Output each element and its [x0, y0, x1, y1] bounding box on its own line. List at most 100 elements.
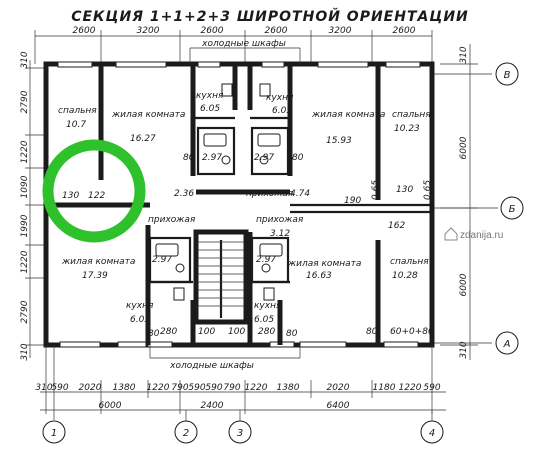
room-area-living-bl: 17.39 [82, 271, 108, 281]
room-area-living-tr: 15.93 [326, 136, 352, 146]
staircase-treads [198, 241, 244, 307]
bottom-dim-15: 590 [423, 383, 440, 393]
left-dim-5: 1990 [20, 214, 30, 237]
room-name-kitchen-bl: кухня [126, 301, 154, 311]
axis-circle-v [495, 62, 519, 86]
right-dim-3: 6000 [459, 273, 469, 296]
toilet-icon [259, 155, 269, 165]
dim-065-a: 0.65 [371, 180, 381, 200]
axis-circle-b [500, 196, 524, 220]
axis-label-a: А [503, 339, 511, 350]
bottom-dim-13: 1180 [373, 383, 396, 393]
column-axes: 1 2 3 4 [42, 345, 444, 444]
dim-130-right: 130 [396, 185, 413, 195]
bathtub-icon [259, 243, 283, 257]
fixtures [155, 83, 283, 301]
interior-walls [46, 64, 432, 345]
room-name-bedroom-br: спальня [390, 257, 429, 267]
axis-label-4: 4 [429, 428, 435, 439]
bottom-dim-3: 2020 [79, 383, 102, 393]
toilet-icon [261, 263, 271, 273]
room-name-living-tr: жилая комната [311, 110, 385, 120]
dim-190: 190 [344, 196, 361, 206]
axis-label-b: Б [509, 204, 516, 215]
storage-bottom-label: холодные шкафы [169, 361, 254, 371]
dim-100-a: 100 [198, 327, 215, 337]
bottom-dim-4: 1380 [113, 383, 136, 393]
room-name-hall-tr: прихожая [246, 189, 294, 199]
bottom-total-1: 6000 [99, 401, 122, 411]
axis-circle-1 [42, 420, 66, 444]
right-dimensions: 310 6000 6000 310 [440, 44, 478, 360]
bathtub-icon [203, 133, 227, 147]
axis-circle-4 [420, 420, 444, 444]
axis-label-3: 3 [237, 428, 243, 439]
house-icon [444, 227, 458, 241]
bottom-dim-7: 590 [188, 383, 205, 393]
right-dim-4: 310 [459, 341, 469, 358]
room-name-living-bl: жилая комната [61, 257, 135, 267]
axis-label-1: 1 [51, 428, 57, 439]
inner-dim-labels: 2.97 2.97 2.97 2.97 80 80 2.36 130 122 1… [62, 153, 434, 339]
dim-2-36: 2.36 [174, 189, 194, 199]
room-area-bedroom-tl: 10.7 [66, 120, 86, 130]
room-name-hall-br: прихожая [256, 215, 304, 225]
left-dim-6: 1220 [20, 250, 30, 273]
room-area-living-br: 16.63 [306, 271, 332, 281]
dim-280-a: 280 [160, 327, 177, 337]
dim-80-e: 80 [366, 327, 378, 337]
bottom-dim-8: 590 [205, 383, 222, 393]
storage-top-label: холодные шкафы [201, 39, 286, 49]
dim-162: 162 [388, 221, 405, 231]
plan-title: СЕКЦИЯ 1+1+2+3 ШИРОТНОЙ ОРИЕНТАЦИИ [71, 8, 469, 25]
room-name-living-tl: жилая комната [111, 110, 185, 120]
bath-area-tl: 2.97 [202, 153, 222, 163]
right-dim-2: 6000 [459, 136, 469, 159]
room-area-living-tl: 16.27 [130, 134, 156, 144]
right-dim-1: 310 [459, 46, 469, 63]
toilet-icon [175, 263, 185, 273]
bathtub-icon [257, 133, 281, 147]
left-dim-4: 1090 [20, 175, 30, 198]
top-dim-3: 2600 [201, 26, 224, 36]
room-name-bedroom-tl: спальня [58, 106, 97, 116]
dim-80-c: 80 [148, 329, 160, 339]
dim-100-b: 100 [228, 327, 245, 337]
room-area-kitchen-tl: 6.05 [200, 104, 220, 114]
room-name-bedroom-tr: спальня [392, 110, 431, 120]
left-dim-1: 310 [20, 51, 30, 68]
room-area-kitchen-bl: 6.05 [130, 315, 150, 325]
left-dim-3: 1220 [20, 140, 30, 163]
left-dim-7: 2790 [20, 300, 30, 323]
highlight-circle [42, 139, 146, 243]
axis-label-2: 2 [183, 428, 189, 439]
axis-label-v: В [504, 70, 511, 81]
bottom-dim-11: 1380 [277, 383, 300, 393]
room-name-hall-bl: прихожая [148, 215, 196, 225]
bath-area-br: 2.97 [256, 255, 276, 265]
stove-icon [221, 83, 233, 97]
dim-80-b: 80 [292, 153, 304, 163]
room-area-kitchen-tr: 6.05 [272, 106, 292, 116]
dim-130-left: 130 [62, 191, 79, 201]
left-dim-8: 310 [20, 343, 30, 360]
dim-065-b: 0.65 [423, 180, 433, 200]
room-area-bedroom-tr: 10.23 [394, 124, 420, 134]
top-dim-2: 3200 [137, 26, 160, 36]
bottom-dim-6: 790 [171, 383, 188, 393]
room-area-kitchen-br: 6.05 [254, 315, 274, 325]
dim-80-a: 80 [183, 153, 195, 163]
top-dim-6: 2600 [393, 26, 416, 36]
dim-122-left: 122 [88, 191, 105, 201]
room-area-bedroom-br: 10.28 [392, 271, 418, 281]
left-dimensions: 310 2790 1220 1090 1990 1220 2790 310 [20, 51, 44, 361]
top-dim-5: 3200 [329, 26, 352, 36]
bottom-dim-10: 1220 [245, 383, 268, 393]
axis-circle-a [495, 331, 519, 355]
room-name-kitchen-tr: кухня [266, 93, 294, 103]
bottom-dim-12: 2020 [327, 383, 350, 393]
top-dimensions: 2600 3200 2600 2600 3200 2600 [34, 26, 433, 64]
axis-circle-3 [228, 420, 252, 444]
bathtub-icon [155, 243, 179, 257]
